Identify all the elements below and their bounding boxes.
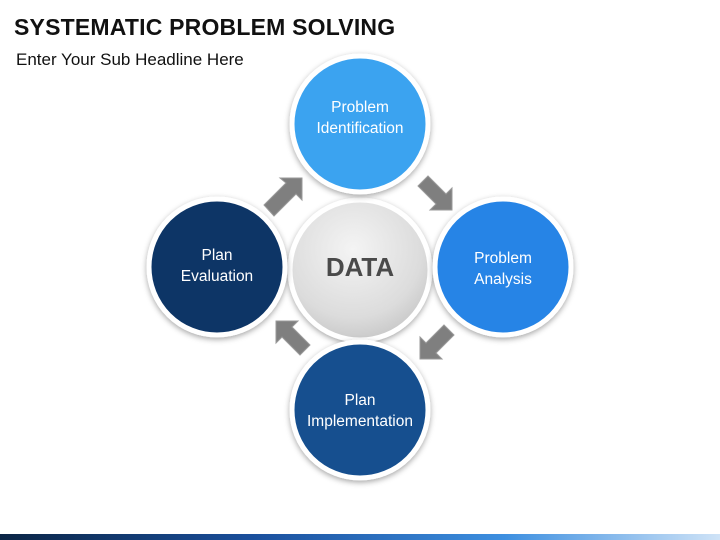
- arrow-to-implementation: [419, 324, 455, 360]
- plan-implementation-circle: [289, 339, 431, 481]
- bottom-accent-bar: [0, 534, 720, 540]
- plan-evaluation-line1: Plan: [201, 247, 233, 264]
- slide-title: SYSTEMATIC PROBLEM SOLVING: [14, 14, 396, 40]
- problem-analysis-line2: Analysis: [474, 271, 532, 288]
- slide-subtitle: Enter Your Sub Headline Here: [16, 50, 244, 69]
- problem-identification-line2: Identification: [316, 120, 404, 137]
- problem-identification-label: Problem Identification: [295, 97, 425, 139]
- plan-implementation-line1: Plan: [344, 392, 376, 409]
- arrow-to-analysis: [417, 175, 453, 211]
- problem-identification-circle: [289, 53, 431, 195]
- problem-analysis-label: Problem Analysis: [438, 248, 568, 290]
- arrow-to-evaluation: [275, 320, 311, 356]
- center-data-label: DATA: [325, 252, 395, 282]
- plan-implementation-line2: Implementation: [307, 413, 413, 430]
- plan-evaluation-circle: [146, 196, 288, 338]
- plan-evaluation-label: Plan Evaluation: [152, 245, 282, 287]
- problem-analysis-circle: [432, 196, 574, 338]
- plan-implementation-label: Plan Implementation: [295, 390, 425, 432]
- problem-identification-line1: Problem: [331, 99, 389, 116]
- arrow-to-identification: [263, 177, 303, 217]
- problem-analysis-line1: Problem: [474, 250, 532, 267]
- plan-evaluation-line2: Evaluation: [180, 268, 254, 285]
